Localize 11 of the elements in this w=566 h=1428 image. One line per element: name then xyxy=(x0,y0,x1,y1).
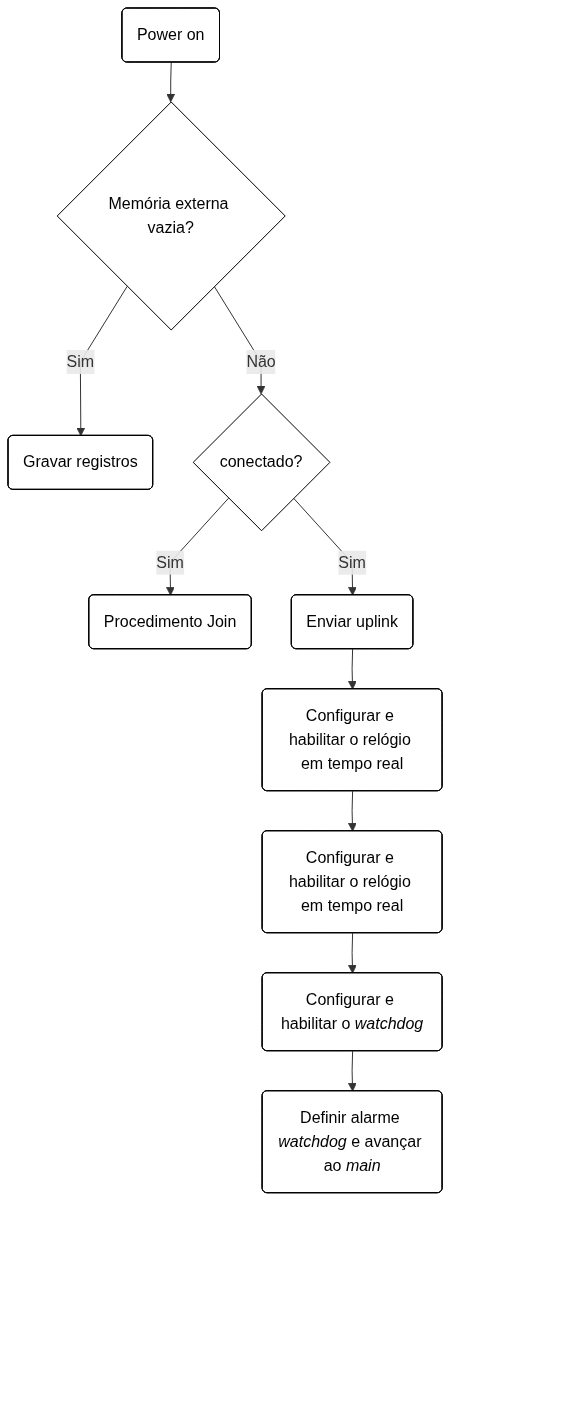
arrow xyxy=(348,1050,357,1092)
edge-label: Sim xyxy=(338,553,366,571)
arrow xyxy=(348,932,357,974)
edge-label: Não xyxy=(246,352,276,370)
arrow xyxy=(348,648,357,690)
edge-label: Sim xyxy=(156,553,184,571)
arrow xyxy=(166,62,176,103)
edge-label: Sim xyxy=(66,352,95,370)
node-diamond: Memória externa vazia? xyxy=(56,101,286,331)
node-diamond: conectado? xyxy=(192,393,331,532)
arrow xyxy=(348,790,357,832)
